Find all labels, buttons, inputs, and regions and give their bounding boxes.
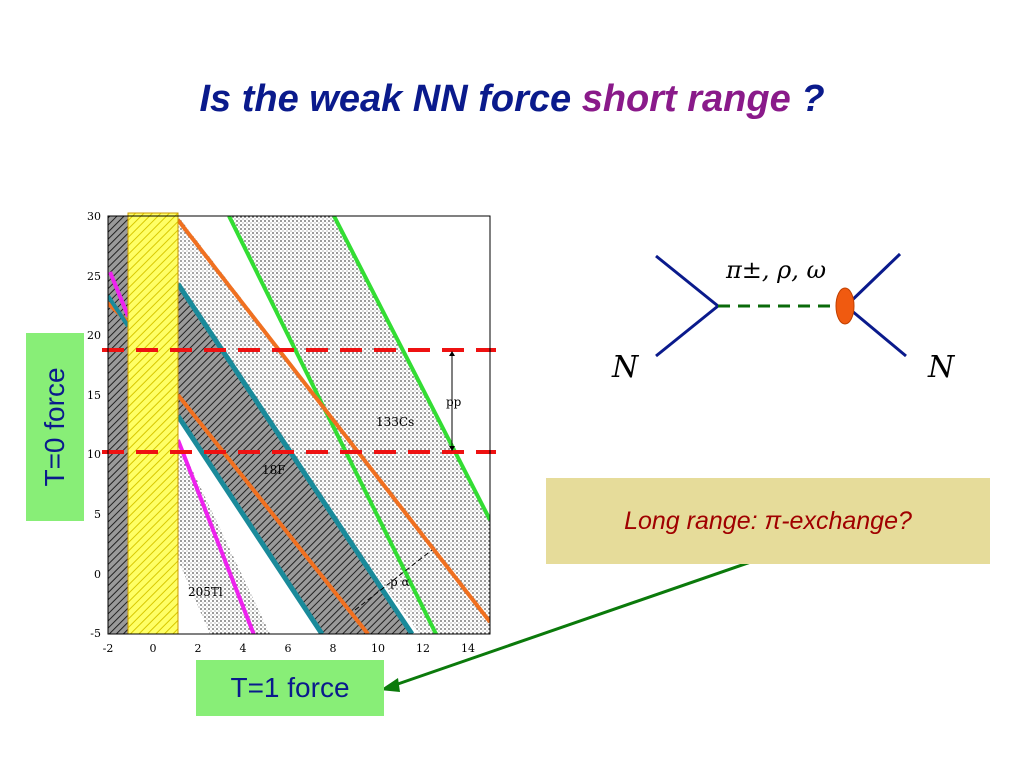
pp-arrow-head-down (449, 446, 455, 451)
f-label: 18F (262, 463, 286, 477)
y-tick: 20 (87, 329, 101, 342)
title-highlight: short range (581, 78, 791, 120)
x-tick: 0 (150, 642, 157, 655)
teal-line-right (175, 282, 415, 634)
green-line-left (227, 216, 438, 634)
y-tick: 30 (87, 210, 101, 223)
pp-label: pp (446, 395, 462, 409)
long-range-arrow-head (380, 678, 400, 692)
long-range-arrow (391, 554, 769, 688)
y-tick: 5 (94, 508, 101, 521)
y-tick: 25 (87, 270, 101, 283)
x-tick: 10 (371, 642, 385, 655)
t1-force-label: T=1 force (230, 672, 350, 703)
arrow-group (380, 554, 769, 692)
x-tick: 12 (416, 642, 430, 655)
exchange-mesons-label: π±, ρ, ω (726, 256, 827, 284)
feynman-diagram (655, 252, 907, 358)
teal-line-stub (108, 294, 130, 328)
right-lower-nucleon-line (845, 304, 907, 358)
t0-force-label: T=0 force (39, 367, 70, 487)
magenta-line-stub (108, 271, 130, 317)
x-tick: 4 (240, 642, 247, 655)
y-tick: 0 (94, 568, 101, 581)
short-range-band (127, 212, 179, 635)
long-range-label: Long range: π-exchange? (624, 506, 912, 535)
weak-vertex-blob (835, 287, 855, 325)
t0-force-box: T=0 force (26, 333, 84, 521)
orange-line-right (176, 218, 490, 624)
title-end: ? (801, 78, 825, 120)
y-axis-ticks: 30 25 20 15 10 5 0 -5 (87, 210, 101, 640)
cs-band (229, 216, 490, 634)
x-axis-ticks: -2 0 2 4 6 8 10 12 14 (103, 642, 475, 655)
magenta-line (176, 439, 256, 634)
x-tick: -2 (103, 642, 114, 655)
y-tick: 15 (87, 389, 101, 402)
left-lower-nucleon-line (655, 304, 719, 358)
constraint-plot: -2 0 2 4 6 8 10 12 14 30 25 20 15 10 5 0… (87, 210, 496, 655)
green-line-right (332, 216, 490, 521)
x-tick: 2 (195, 642, 202, 655)
t1-force-box: T=1 force (196, 660, 384, 716)
left-upper-nucleon-line (655, 254, 719, 308)
p-alpha-label: p α (390, 575, 410, 589)
cs-label: 133Cs (376, 415, 414, 429)
x-tick: 8 (330, 642, 337, 655)
teal-line-left (175, 414, 325, 634)
pp-arrow-head-up (449, 351, 455, 356)
slide-title: Is the weak NN force short range ? (0, 78, 1024, 121)
tl-band (178, 440, 270, 634)
x-tick: 14 (461, 642, 475, 655)
right-nucleon-label: N (928, 350, 955, 385)
left-nucleon-label: N (612, 350, 639, 385)
right-upper-nucleon-line (844, 252, 902, 308)
long-range-box: Long range: π-exchange? (546, 478, 990, 564)
plot-frame (107, 215, 491, 635)
x-tick: 6 (285, 642, 292, 655)
tl-label: 205Tl (188, 585, 223, 599)
orange-line-left (176, 393, 370, 634)
y-tick: -5 (90, 627, 101, 640)
y-tick: 10 (87, 448, 101, 461)
p-alpha-arrow (354, 549, 433, 611)
title-main: Is the weak NN force (199, 78, 572, 120)
